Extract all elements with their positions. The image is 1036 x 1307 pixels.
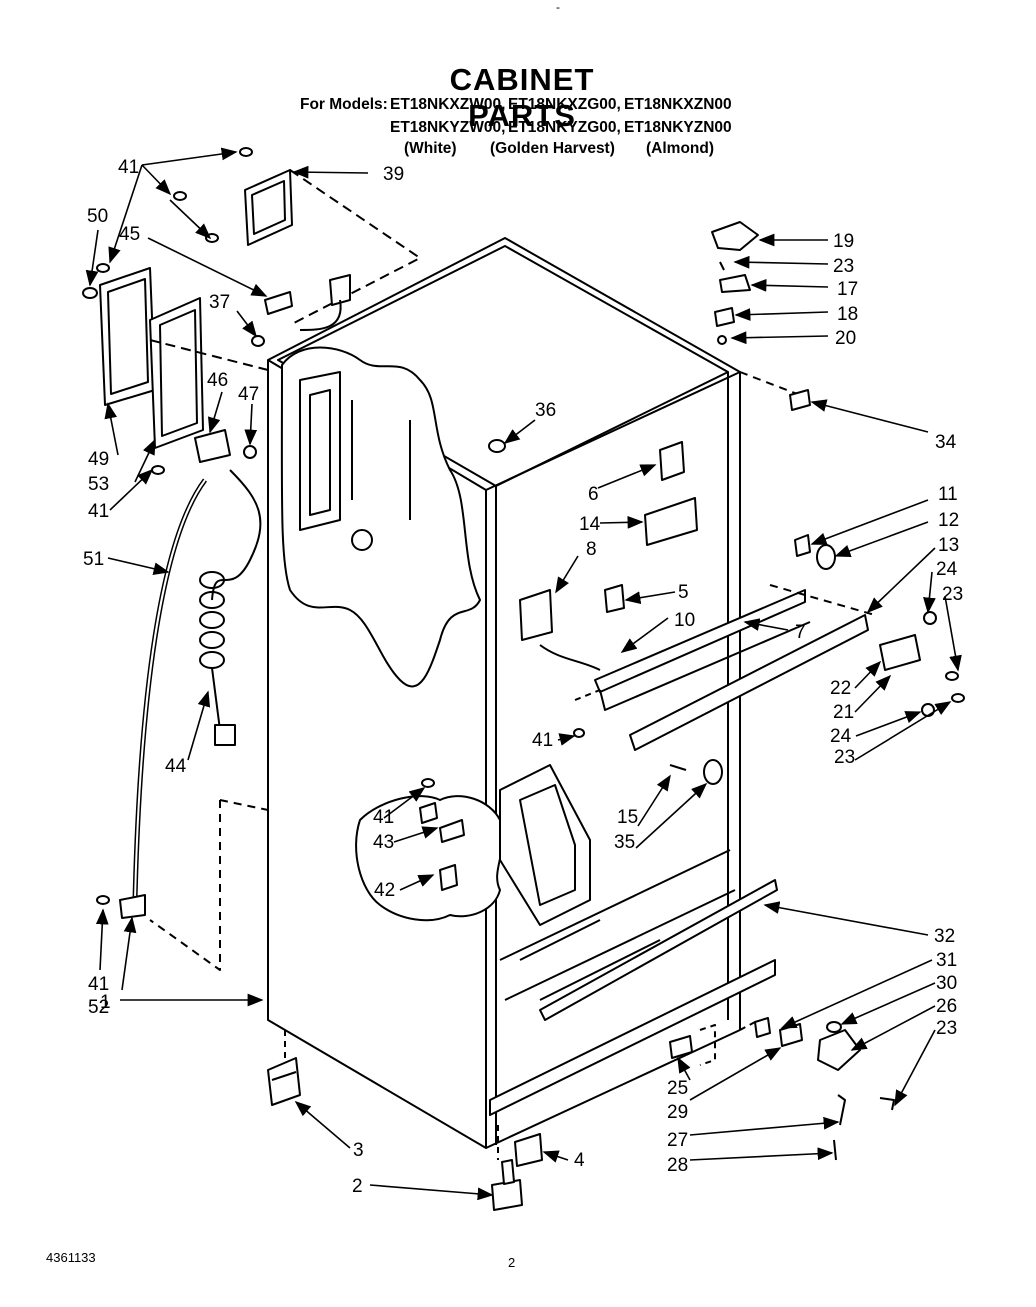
model-row1-col3: ET18NKXZN00 [624, 96, 732, 113]
callout-31: 31 [936, 950, 957, 971]
callout-35: 35 [614, 832, 635, 853]
control-panel-plate [99, 267, 269, 449]
callout-13: 13 [938, 535, 959, 556]
callout-24b: 24 [830, 726, 852, 747]
page-title: CABINET PARTS [449, 62, 595, 133]
callout-12: 12 [938, 510, 959, 531]
callout-44: 44 [165, 756, 187, 777]
callout-labels: 41 39 50 45 37 46 47 49 53 41 51 44 41 5… [83, 157, 963, 1197]
callout-43: 43 [373, 832, 394, 853]
callout-36: 36 [535, 400, 556, 421]
callout-53: 53 [88, 474, 109, 495]
callout-10: 10 [674, 610, 695, 631]
callout-23d: 23 [936, 1018, 957, 1039]
callout-30: 30 [936, 973, 957, 994]
model-row2-col1: ET18NKYZW00, [390, 119, 506, 136]
top-hinge-parts [711, 221, 811, 411]
callout-leaders [85, 147, 962, 1201]
light-housing-bracket [244, 169, 421, 331]
callout-8: 8 [586, 539, 597, 560]
callout-3: 3 [353, 1140, 364, 1161]
callout-14: 14 [579, 514, 601, 535]
callout-41a: 41 [118, 157, 139, 178]
callout-25: 25 [667, 1078, 688, 1099]
model-row1-col2: ET18NKXZG00, [508, 96, 621, 113]
lower-inner-parts [419, 802, 465, 891]
front-feet [267, 1030, 543, 1211]
callout-52: 52 [88, 997, 109, 1018]
callout-15: 15 [617, 807, 638, 828]
callout-18: 18 [837, 304, 858, 325]
callout-17: 17 [837, 279, 858, 300]
callout-29: 29 [667, 1102, 688, 1123]
callout-42: 42 [374, 880, 395, 901]
corner-mark: - [556, 0, 560, 14]
callout-50: 50 [87, 206, 108, 227]
callout-32: 32 [934, 926, 955, 947]
callout-49: 49 [88, 449, 109, 470]
callout-47: 47 [238, 384, 259, 405]
callout-23b: 23 [942, 584, 963, 605]
callout-46: 46 [207, 370, 228, 391]
callout-23c: 23 [834, 747, 855, 768]
models-prefix: For Models: [300, 96, 388, 113]
page-number: 2 [508, 1255, 516, 1270]
model-row1-col1: ET18NKXZW00, [390, 96, 506, 113]
callout-19: 19 [833, 231, 854, 252]
shelf-support-hardware [519, 441, 937, 785]
cabinet-body [149, 237, 778, 1149]
callout-24a: 24 [936, 559, 958, 580]
callout-27: 27 [667, 1130, 688, 1151]
callout-20: 20 [835, 328, 856, 349]
callout-39: 39 [383, 164, 404, 185]
callout-41b: 41 [88, 501, 109, 522]
variant-white: (White) [404, 140, 457, 157]
callout-34: 34 [935, 432, 957, 453]
callout-41c: 41 [88, 974, 109, 995]
callout-21: 21 [833, 702, 854, 723]
callout-5: 5 [678, 582, 689, 603]
callout-22: 22 [830, 678, 851, 699]
callout-7: 7 [795, 622, 806, 643]
callout-6: 6 [588, 484, 599, 505]
model-row2-col3: ET18NKYZN00 [624, 119, 732, 136]
rear-roller-parts [669, 1017, 895, 1161]
water-valve-assembly [119, 429, 262, 919]
callout-41e: 41 [373, 807, 394, 828]
variant-almond: (Almond) [646, 140, 715, 157]
model-row2-col2: ET18NKYZG00, [508, 119, 621, 136]
callout-11: 11 [938, 484, 958, 505]
callout-23a: 23 [833, 256, 854, 277]
callout-28: 28 [667, 1155, 688, 1176]
diagram-header: - CABINET PARTS For Models: ET18NKXZW00,… [0, 0, 1036, 170]
callout-45: 45 [119, 224, 140, 245]
callout-51: 51 [83, 549, 104, 570]
callout-26: 26 [936, 996, 957, 1017]
callout-41d: 41 [532, 730, 553, 751]
variant-golden-harvest: (Golden Harvest) [490, 140, 615, 157]
callout-2: 2 [352, 1176, 363, 1197]
screws [82, 147, 965, 905]
document-number: 4361133 [46, 1250, 96, 1265]
callout-1: 1 [100, 992, 111, 1013]
callout-37: 37 [209, 292, 230, 313]
callout-4: 4 [574, 1150, 585, 1171]
